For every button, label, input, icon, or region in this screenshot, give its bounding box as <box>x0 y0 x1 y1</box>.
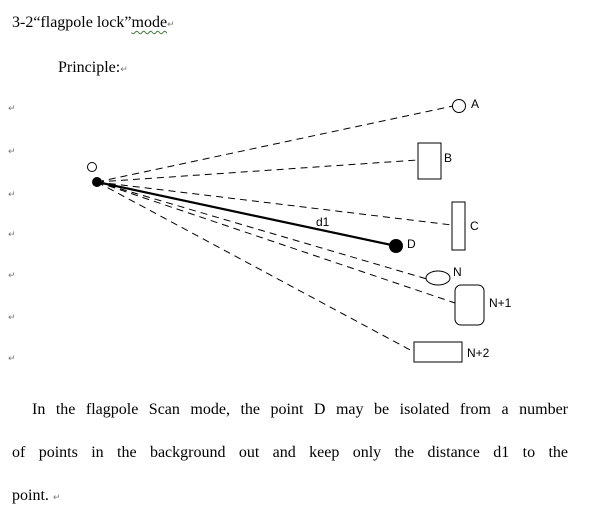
principle-text: Principle: <box>58 59 121 76</box>
point-d-label: D <box>407 237 416 251</box>
description-line-3: point. ↵ <box>12 474 568 520</box>
paragraph-mark-icon: ↵ <box>8 230 16 240</box>
point-a-circle <box>452 99 466 113</box>
point-n-plus-2-rect <box>413 341 463 363</box>
distance-label: d1 <box>316 215 330 229</box>
point-c-rect <box>451 201 466 251</box>
scan-line-a <box>96 105 454 183</box>
paragraph-mark-icon: ↵ <box>8 313 16 323</box>
point-d-dot <box>389 239 403 253</box>
origin-point <box>92 177 102 187</box>
heading-title: 3-2“flagpole lock” <box>12 14 132 31</box>
point-n-plus-2-label: N+2 <box>467 346 490 360</box>
description-paragraph: In the flagpole Scan mode, the point D m… <box>12 388 568 520</box>
point-n-plus-1-label: N+1 <box>489 296 512 310</box>
distance-line-d1 <box>96 180 397 248</box>
paragraph-mark-icon: ↵ <box>8 354 16 364</box>
point-n-ellipse <box>425 270 451 286</box>
point-b-rect <box>417 142 442 180</box>
description-line-1: In the flagpole Scan mode, the point D m… <box>32 401 568 418</box>
paragraph-mark-icon: ↵ <box>8 104 16 114</box>
paragraph-mark-icon: ↵ <box>167 20 175 30</box>
flagpole-diagram: d1 A B C D N N+1 N+2 <box>87 97 512 363</box>
origin-marker-icon <box>87 162 97 172</box>
paragraph-mark-icon: ↵ <box>8 147 16 157</box>
point-n-plus-1-rect <box>454 284 485 326</box>
point-a-label: A <box>471 97 479 111</box>
description-line-2: of points in the background out and keep… <box>12 444 568 461</box>
scan-lines <box>96 105 456 353</box>
point-c-label: C <box>470 219 479 233</box>
point-b-label: B <box>444 151 452 165</box>
heading-mode-word: mode <box>131 14 168 31</box>
paragraph-mark-icon: ↵ <box>120 65 128 75</box>
scan-line-n-plus-2 <box>96 181 415 353</box>
paragraph-mark-icon: ↵ <box>8 271 16 281</box>
point-n-label: N <box>453 265 462 279</box>
scan-line-n <box>96 181 428 280</box>
principle-label: Principle:↵ <box>58 59 128 77</box>
description-line-3-text: point. <box>12 487 49 504</box>
scan-line-b <box>96 159 419 183</box>
paragraph-mark-icon: ↵ <box>8 190 16 200</box>
scan-line-n-plus-1 <box>96 181 456 304</box>
paragraph-mark-icon: ↵ <box>52 493 61 503</box>
section-heading: 3-2“flagpole lock”mode↵ <box>12 14 175 32</box>
scan-line-c <box>96 181 453 226</box>
